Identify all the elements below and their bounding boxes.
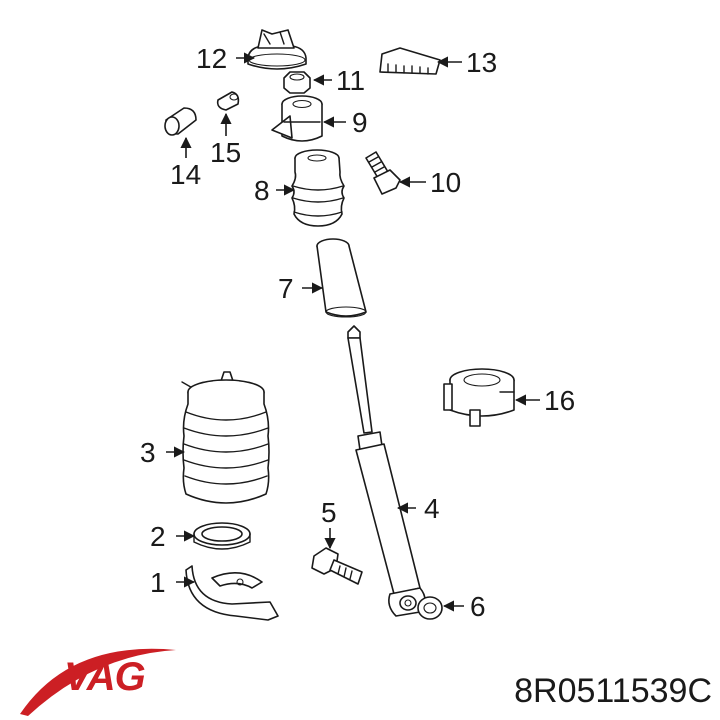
part-9-upper-mount <box>271 95 323 142</box>
leader-lines <box>166 52 540 612</box>
callout-11: 11 <box>336 65 365 96</box>
part-1-lower-seat <box>185 565 279 621</box>
callout-numbers: 12 11 13 9 14 15 8 10 7 16 3 4 2 5 1 6 <box>140 43 575 622</box>
callout-7: 7 <box>278 273 294 304</box>
part-13-cover <box>379 47 441 75</box>
callout-1: 1 <box>150 567 166 598</box>
part-2-ring <box>193 522 251 550</box>
callout-4: 4 <box>424 493 440 524</box>
part-4-shock-absorber <box>347 325 426 617</box>
callout-10: 10 <box>430 167 461 198</box>
callout-8: 8 <box>254 175 270 206</box>
callout-14: 14 <box>170 159 201 190</box>
part-7-dust-boot <box>316 238 367 318</box>
callout-5: 5 <box>321 497 337 528</box>
part-12-top-cap <box>247 29 307 70</box>
part-16-bracket <box>443 368 515 427</box>
callout-6: 6 <box>470 591 486 622</box>
logo-text: VAG <box>64 655 145 699</box>
part-number: 8R0511539C <box>514 672 712 710</box>
logo-swoosh <box>20 648 176 716</box>
part-6-washer <box>417 596 443 620</box>
callout-16: 16 <box>544 385 575 416</box>
part-5-bolt <box>311 547 363 585</box>
callout-3: 3 <box>140 437 156 468</box>
part-3-air-spring <box>181 371 270 504</box>
vag-logo: VAG <box>20 648 176 716</box>
part-8-bump-stop <box>291 149 345 227</box>
callout-12: 12 <box>196 43 227 74</box>
part-10-bolt <box>365 151 401 195</box>
part-15-clip <box>216 91 240 111</box>
part-11-nut <box>283 71 311 94</box>
callout-15: 15 <box>210 137 241 168</box>
part-14-bushing <box>164 107 197 136</box>
callout-2: 2 <box>150 521 166 552</box>
callout-13: 13 <box>466 47 497 78</box>
callout-9: 9 <box>352 107 368 138</box>
